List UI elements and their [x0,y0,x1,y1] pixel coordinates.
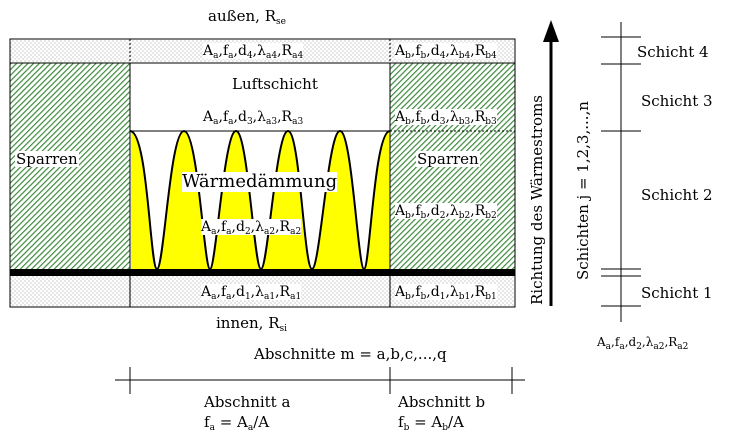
label-flow-direction: Richtung des Wärmestroms [528,95,546,305]
formula-fb: fb = Ab/A [398,413,464,433]
legend-example-label: Aa,fa,d2,λa2,Ra2 [597,335,689,352]
label-abschnitt-a: Abschnitt a [204,393,291,411]
label-outside: außen, Rse [208,7,286,27]
label-inside: innen, Rsi [216,314,287,334]
formula-fa: fa = Aa/A [204,413,270,433]
label-luftschicht: Luftschicht [232,75,318,93]
label-sparren-left: Sparren [15,150,79,168]
label-schichten: Schichten j = 1,2,3,...,n [574,101,592,280]
cell-label-a4: Aa,fa,d4,λa4,Ra4 [203,43,304,61]
insulation-fill [129,129,391,271]
cell-label-b4: Ab,fb,d4,λb4,Rb4 [395,43,497,61]
cell-label-a2: Aa,fa,d2,λa2,Ra2 [201,219,302,237]
cell-label-b1: Ab,fb,d1,λb1,Rb1 [395,284,497,302]
layer-label-1: Schicht 1 [641,284,713,302]
cell-label-a3: Aa,fa,d3,λa3,Ra3 [203,109,304,127]
label-abschnitt-b: Abschnitt b [398,393,486,411]
cell-label-b3: Ab,fb,d3,λb3,Rb3 [395,109,497,127]
vapor-barrier [10,269,515,276]
layer-label-2: Schicht 2 [641,186,713,204]
label-sparren-right: Sparren [416,150,480,168]
layer-scale [601,22,641,322]
cell-label-a1: Aa,fa,d1,λa1,Ra1 [201,284,302,302]
label-waermedaemmung: Wärmedämmung [182,171,338,192]
flow-arrow [543,20,559,306]
label-abschnitte: Abschnitte m = a,b,c,...,q [254,345,447,363]
layer-label-4: Schicht 4 [637,43,709,61]
cell-label-b2: Ab,fb,d2,λb2,Rb2 [395,203,497,221]
section-dimension-line [115,367,525,394]
layer-label-3: Schicht 3 [641,92,713,110]
